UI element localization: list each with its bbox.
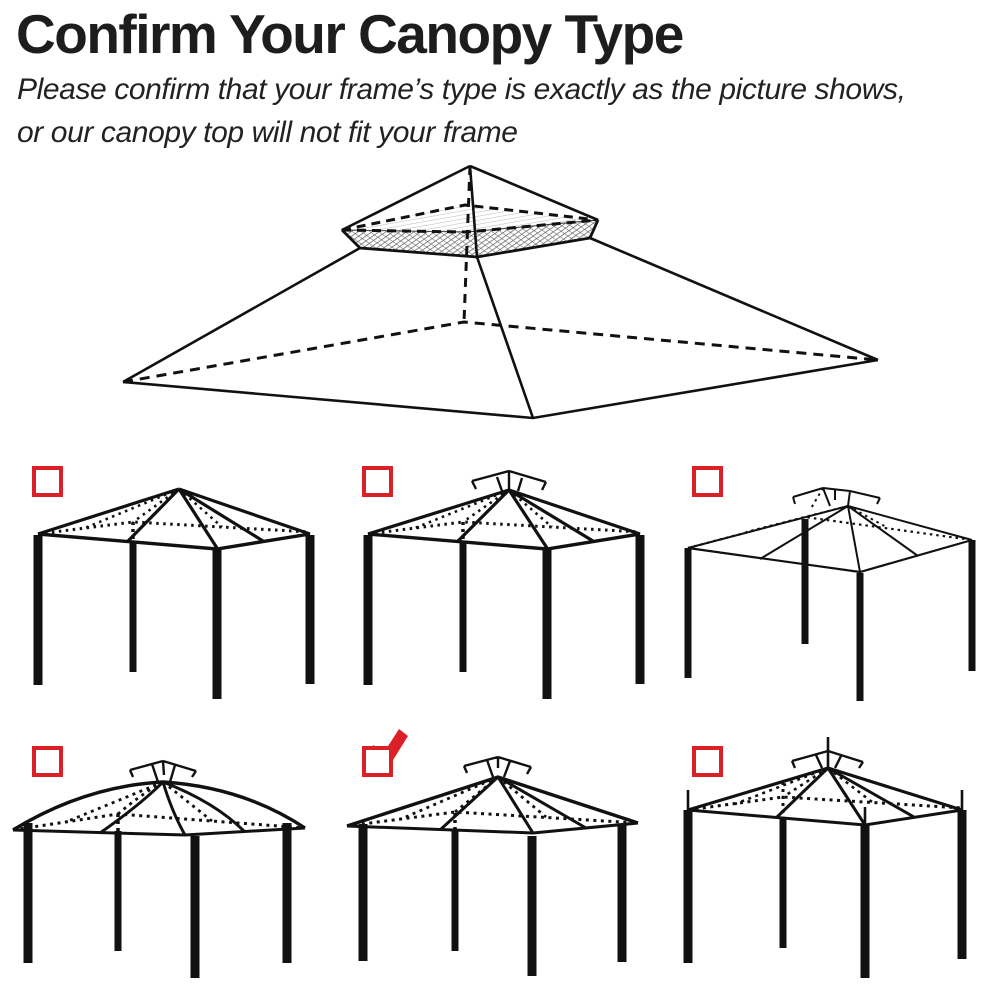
canopy-option-type-3[interactable] [660,440,1000,720]
canopy-option-type-1[interactable] [0,440,340,720]
subtitle-line-2: or our canopy top will not fit your fram… [17,116,518,149]
page-title: Confirm Your Canopy Type [16,3,684,65]
gazebo-illustration-type-1 [33,487,315,699]
checkbox-type-3[interactable] [692,466,723,497]
checkbox-type-4[interactable] [32,746,63,777]
checkbox-type-2[interactable] [362,466,393,497]
canopy-top-wireframe-figure [122,164,879,420]
gazebo-illustration-type-2 [363,469,645,699]
checkbox-type-1[interactable] [32,466,63,497]
checkbox-type-6[interactable] [692,746,723,777]
gazebo-illustration-type-3 [684,487,976,701]
checkbox-type-5[interactable] [362,746,393,777]
gazebo-illustration-type-6 [683,737,967,978]
gazebo-illustration-type-4 [12,759,306,978]
gazebo-illustration-type-5 [346,755,639,976]
canopy-option-type-4[interactable] [0,720,340,1000]
canopy-option-type-2[interactable] [330,440,670,720]
canopy-option-type-5[interactable] [330,720,670,1000]
page-subtitle: Please confirm that your frame’s type is… [17,68,906,154]
subtitle-line-1: Please confirm that your frame’s type is… [17,73,906,106]
canopy-option-type-6[interactable] [660,720,1000,1000]
